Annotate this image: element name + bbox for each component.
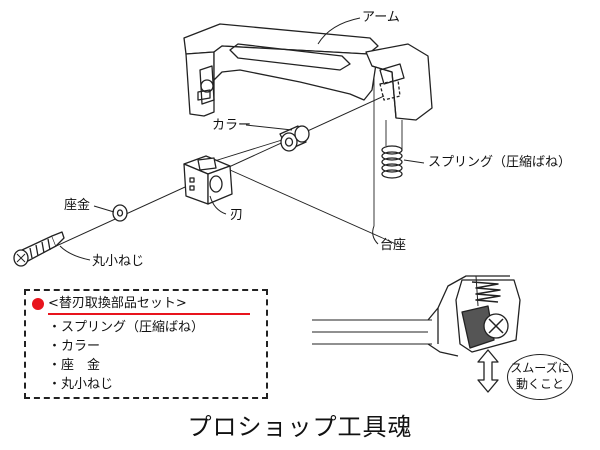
note-line-1: スムーズに: [510, 361, 570, 375]
kit-item: ・カラー: [48, 339, 101, 354]
kit-title-underline: [48, 313, 250, 315]
shop-name: プロショップ工具魂: [187, 413, 413, 441]
label-arm: アーム: [362, 10, 400, 25]
kit-title: <替刃取換部品セット>: [48, 296, 187, 311]
arm-part: [183, 23, 433, 121]
detail-view: [312, 275, 521, 393]
smooth-motion-note: スムーズに 動くこと: [507, 360, 573, 392]
red-bullet-icon: [32, 298, 44, 310]
note-bubble: [507, 354, 573, 400]
spring-part: [381, 145, 403, 179]
kit-item-list: ・スプリング（圧縮ばね） ・カラー ・座 金 ・丸小ねじ: [48, 318, 204, 394]
collar-part: [279, 125, 310, 152]
label-washer: 座金: [64, 198, 91, 213]
blade-part: [183, 155, 233, 205]
kit-item: ・座 金: [48, 358, 101, 373]
label-screw: 丸小ねじ: [92, 254, 145, 269]
label-spring: スプリング（圧縮ばね）: [428, 155, 572, 170]
label-base: 台座: [380, 238, 407, 253]
kit-item: ・丸小ねじ: [48, 377, 114, 392]
note-line-2: 動くこと: [515, 377, 564, 391]
label-collar: カラー: [212, 118, 252, 133]
washer-part: [112, 204, 128, 222]
replacement-kit-box: <替刃取換部品セット> ・スプリング（圧縮ばね） ・カラー ・座 金 ・丸小ねじ: [24, 289, 268, 399]
label-blade: 刃: [230, 208, 244, 223]
screw-part: [13, 231, 65, 267]
kit-item: ・スプリング（圧縮ばね）: [48, 320, 205, 335]
